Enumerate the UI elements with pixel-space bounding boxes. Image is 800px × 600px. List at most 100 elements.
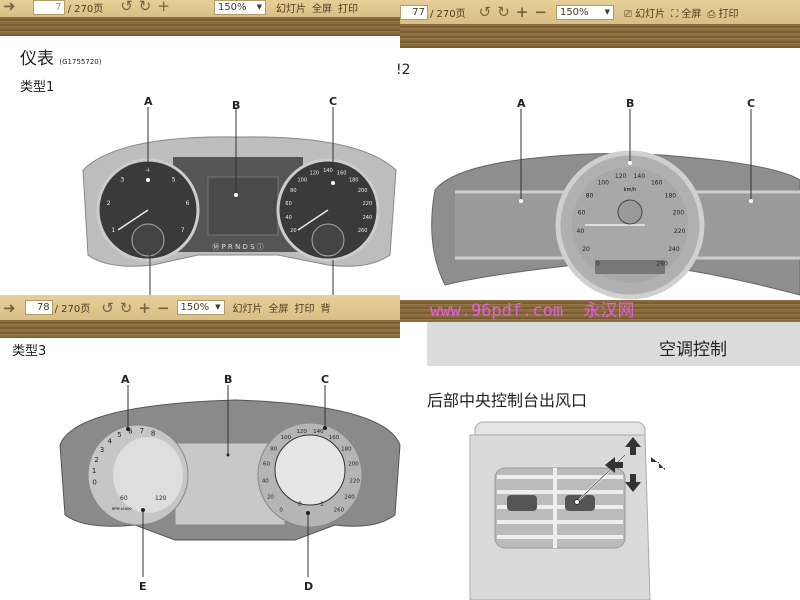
zoom-out-icon[interactable]: − bbox=[534, 3, 547, 21]
rotate-left-icon[interactable]: ↺ bbox=[478, 3, 492, 21]
page-title: 仪表 (G1755720) bbox=[20, 44, 101, 69]
slideshow-button[interactable]: ⎚ 幻灯片 bbox=[623, 8, 666, 20]
title-text: 仪表 bbox=[20, 49, 54, 69]
back-icon[interactable]: ➜ bbox=[3, 0, 16, 15]
zoom-select[interactable]: 150% bbox=[555, 4, 614, 20]
callout-c: C bbox=[747, 97, 755, 110]
callout-a: A bbox=[144, 95, 153, 108]
callout-b: B bbox=[232, 99, 240, 112]
pdf-toolbar-top-left: ➜ 7 / 270页 ↺ ↻ + 150% 幻灯片 全屏 打印 bbox=[0, 0, 400, 17]
zoom-in-icon[interactable]: + bbox=[157, 0, 170, 15]
vent-heading: 后部中央控制台出风口 bbox=[427, 391, 588, 410]
back-icon[interactable]: ➜ bbox=[3, 298, 16, 317]
gauge-number: 100 bbox=[281, 435, 292, 441]
callout-c: C bbox=[321, 373, 329, 386]
page-number-input[interactable]: 78 bbox=[24, 300, 53, 315]
gauge-number: 120 bbox=[615, 173, 627, 180]
gauge-number: 160 bbox=[337, 170, 347, 176]
gauge-number: 6 bbox=[128, 428, 133, 436]
callout-a: A bbox=[517, 97, 526, 110]
zoom-in-icon[interactable]: + bbox=[138, 298, 151, 317]
gauge-number: 240 bbox=[668, 246, 680, 253]
temp-high: 120 bbox=[155, 495, 167, 502]
gauge-number: 80 bbox=[270, 446, 277, 452]
gauge-number: 1 bbox=[111, 227, 115, 234]
callout-a: A bbox=[121, 373, 130, 386]
callout-d: D bbox=[304, 580, 313, 593]
rotate-left-icon[interactable]: ↺ bbox=[120, 0, 133, 15]
gauge-number: 40 bbox=[577, 228, 585, 235]
page-total: / 270页 bbox=[430, 8, 466, 20]
gauge-number: 120 bbox=[310, 170, 320, 176]
zoom-out-icon[interactable]: − bbox=[156, 298, 170, 317]
vent-slat bbox=[497, 505, 623, 509]
speed-unit: km/h bbox=[624, 187, 637, 193]
pdf-toolbar-top-right: 77 / 270页 ↺ ↻ + − 150% ⎚ 幻灯片 ⛶ 全屏 ⎙ 打印 bbox=[400, 0, 800, 24]
gauge-number: 0 bbox=[596, 260, 600, 267]
page-total: / 270页 bbox=[67, 4, 104, 15]
gauge-number: 220 bbox=[349, 478, 360, 484]
zoom-select[interactable]: 150% bbox=[176, 300, 225, 315]
print-label: 打印 bbox=[718, 8, 739, 20]
gauge-number: 240 bbox=[344, 494, 355, 500]
viewer-frame bbox=[400, 300, 800, 322]
gauge-number: 3 bbox=[100, 446, 104, 454]
viewer-frame bbox=[0, 320, 400, 338]
callout-b: B bbox=[224, 373, 232, 386]
temp-low: 60 bbox=[120, 495, 128, 502]
fullscreen-button[interactable]: ⛶ 全屏 bbox=[671, 8, 702, 20]
gauge-number: 60 bbox=[285, 201, 291, 207]
gauge-number: 60 bbox=[578, 209, 586, 216]
fuel-full: 1 bbox=[320, 501, 324, 508]
gauge-number: 60 bbox=[263, 462, 270, 468]
subtitle-type3: 类型3 bbox=[12, 344, 47, 359]
gauge-number: 6 bbox=[185, 200, 189, 207]
print-button[interactable]: 打印 bbox=[294, 304, 315, 315]
fuel-empty: 0 bbox=[298, 501, 302, 508]
slideshow-label: 幻灯片 bbox=[635, 8, 666, 20]
gauge-number: 4 bbox=[107, 437, 112, 445]
rotate-right-icon[interactable]: ↻ bbox=[497, 3, 510, 21]
slideshow-button[interactable]: 幻灯片 bbox=[275, 4, 306, 15]
zoom-select[interactable]: 150% bbox=[213, 0, 266, 15]
gauge-number: 180 bbox=[341, 446, 352, 452]
viewer-frame bbox=[400, 24, 800, 48]
gauge-number: 0 bbox=[279, 507, 283, 513]
rotate-right-icon[interactable]: ↻ bbox=[138, 0, 152, 15]
gauge-number: 200 bbox=[348, 462, 359, 468]
gauge-number: 20 bbox=[290, 228, 296, 234]
gauge-number: 240 bbox=[363, 215, 373, 221]
gauge-number: 260 bbox=[656, 260, 668, 267]
callout-b: B bbox=[626, 97, 634, 110]
page-number-input[interactable]: 77 bbox=[400, 4, 428, 20]
zoom-in-icon[interactable]: + bbox=[515, 3, 529, 21]
vent-slat bbox=[497, 535, 623, 539]
section-header: 空调控制 bbox=[659, 340, 727, 360]
gauge-number: 2 bbox=[107, 200, 111, 207]
print-button[interactable]: ⎙ 打印 bbox=[707, 8, 739, 20]
gauge-number: 0 bbox=[92, 479, 96, 487]
callout-c: C bbox=[329, 95, 337, 108]
page-number-input[interactable]: 7 bbox=[32, 0, 65, 15]
gauge-number: 220 bbox=[363, 201, 373, 207]
gauge-number: 100 bbox=[298, 177, 308, 183]
gauge-number: 7 bbox=[140, 427, 144, 435]
page-total: / 270页 bbox=[54, 304, 91, 315]
watermark: www.96pdf.com 永汉网 bbox=[430, 301, 635, 321]
gauge-number: 8 bbox=[151, 430, 155, 438]
rotate-left-icon[interactable]: ↺ bbox=[101, 298, 114, 317]
callout-e: E bbox=[139, 580, 147, 593]
rotate-right-icon[interactable]: ↻ bbox=[119, 298, 133, 317]
fullscreen-button[interactable]: 全屏 bbox=[311, 4, 332, 15]
tach-unit: RPM x1000 bbox=[112, 507, 132, 511]
gauge-number: 20 bbox=[582, 246, 590, 253]
background-button[interactable]: 背 bbox=[320, 304, 331, 315]
gauge-number: 140 bbox=[313, 429, 324, 435]
slideshow-button[interactable]: 幻灯片 bbox=[232, 304, 263, 315]
print-button[interactable]: 打印 bbox=[337, 4, 358, 15]
fullscreen-button[interactable]: 全屏 bbox=[268, 304, 289, 315]
vent-slat bbox=[497, 490, 623, 494]
section-header-bar: 空调控制 bbox=[427, 322, 800, 366]
gauge-number: 3 bbox=[120, 176, 124, 183]
